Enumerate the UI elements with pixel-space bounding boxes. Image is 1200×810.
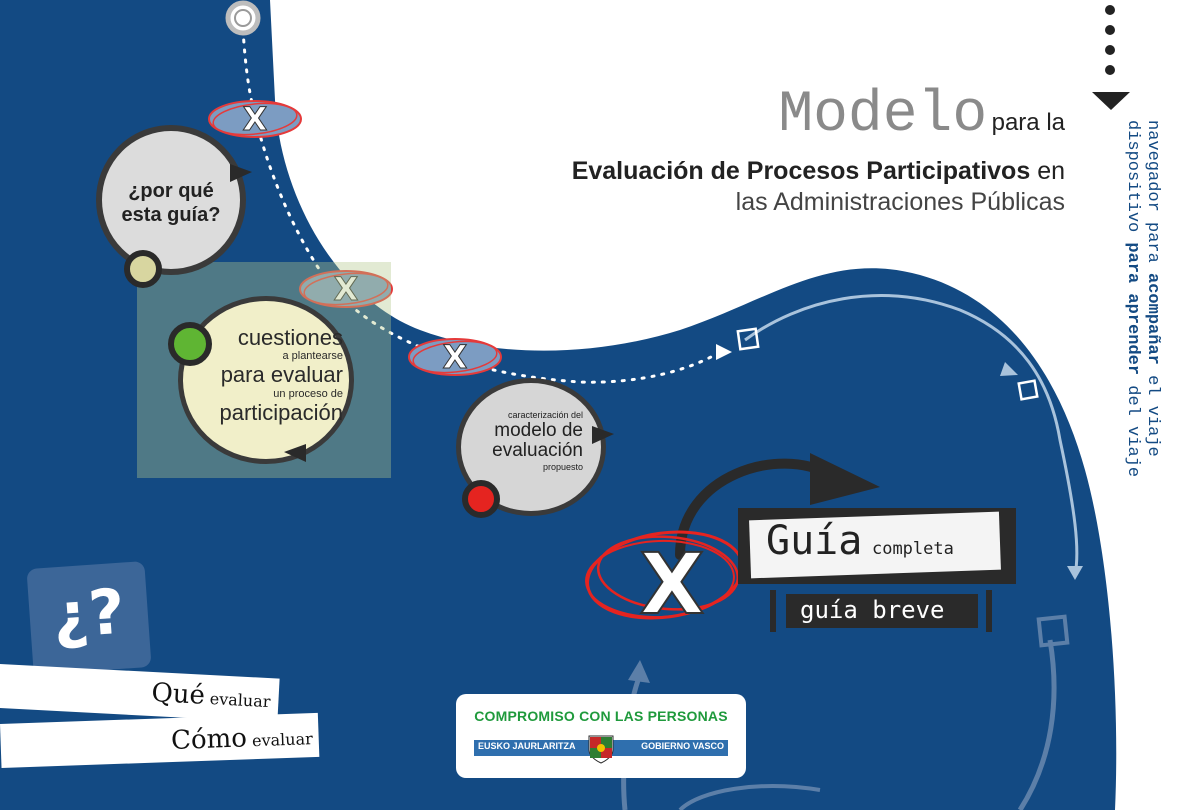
- guia-main: Guía: [766, 518, 863, 564]
- svg-text:X: X: [640, 535, 705, 633]
- tagline-2b: para aprender: [1123, 242, 1142, 376]
- cuestiones-line2: a plantearse: [282, 350, 343, 362]
- como-main: Cómo: [170, 723, 248, 757]
- cuestiones-line1: cuestiones: [237, 325, 343, 350]
- logo-left: EUSKO JAURLARITZA: [478, 741, 576, 751]
- como-sub: evaluar: [251, 729, 314, 751]
- svg-text:X: X: [443, 338, 468, 376]
- title-main: Evaluación de Procesos Participativos: [571, 157, 1031, 185]
- por-que-line1: ¿por qué: [128, 180, 214, 202]
- nav-cuestiones-button[interactable]: cuestiones a plantearse para evaluar un …: [178, 296, 354, 464]
- tagline-2a: dispositivo: [1123, 120, 1142, 233]
- arrow-icon-2: [592, 426, 614, 444]
- title-en: en: [1037, 157, 1065, 185]
- coat-of-arms-icon: [588, 735, 614, 764]
- nav-por-que-button[interactable]: ¿por qué esta guía?: [96, 125, 246, 275]
- guia-completa-button[interactable]: Guía completa: [738, 508, 1016, 584]
- tagline-1a: navegador para: [1143, 120, 1162, 263]
- cuestiones-line5: participación: [219, 400, 343, 425]
- white-wave-shape: [270, 0, 1200, 810]
- cuestiones-line4: un proceso de: [273, 388, 343, 400]
- arrow-left-icon: [284, 444, 306, 462]
- help-glyph: ¿?: [50, 574, 128, 653]
- logo-slogan: COMPROMISO CON LAS PERSONAS: [474, 708, 728, 724]
- green-dot-icon: [168, 322, 212, 366]
- logo-right: GOBIERNO VASCO: [641, 741, 724, 751]
- red-dot-icon: [462, 480, 500, 518]
- title-para-la: para la: [991, 109, 1065, 136]
- cuestiones-line3: para evaluar: [220, 362, 343, 387]
- tagline-1c: el viaje: [1143, 375, 1162, 457]
- x-marker-2[interactable]: X: [296, 264, 396, 314]
- guide-arrow-graphic: X: [585, 453, 880, 634]
- government-logo[interactable]: COMPROMISO CON LAS PERSONAS EUSKO JAURLA…: [456, 694, 746, 778]
- por-que-line2: esta guía?: [121, 204, 221, 226]
- x-marker-1[interactable]: X: [205, 94, 305, 144]
- arrow-icon: [230, 164, 252, 182]
- tagline-1b: acompañar: [1143, 273, 1162, 365]
- svg-text:X: X: [334, 270, 359, 308]
- guia-breve-button[interactable]: guía breve: [770, 590, 992, 632]
- help-icon[interactable]: ¿?: [26, 561, 152, 675]
- guia-sub: completa: [871, 539, 954, 559]
- side-tagline: navegador para acompañar el viaje dispos…: [1122, 120, 1162, 477]
- title-block: Modelo para la Evaluación de Procesos Pa…: [545, 86, 1065, 218]
- beige-dot-icon: [124, 250, 162, 288]
- guia-breve-label: guía breve: [800, 596, 945, 624]
- modelo-line4: propuesto: [542, 462, 583, 472]
- que-sub: evaluar: [209, 689, 271, 712]
- title-sub: las Administraciones Públicas: [735, 188, 1065, 216]
- title-modelo: Modelo: [778, 83, 988, 148]
- tagline-2c: del viaje: [1123, 385, 1142, 478]
- modelo-line2: modelo de: [494, 420, 583, 441]
- x-marker-3[interactable]: X: [405, 332, 505, 382]
- que-main: Qué: [150, 677, 206, 711]
- modelo-line1: caracterización del: [507, 410, 583, 420]
- nav-modelo-button[interactable]: caracterización del modelo de evaluación…: [456, 378, 606, 516]
- svg-text:X: X: [243, 100, 268, 138]
- modelo-line3: evaluación: [492, 440, 583, 461]
